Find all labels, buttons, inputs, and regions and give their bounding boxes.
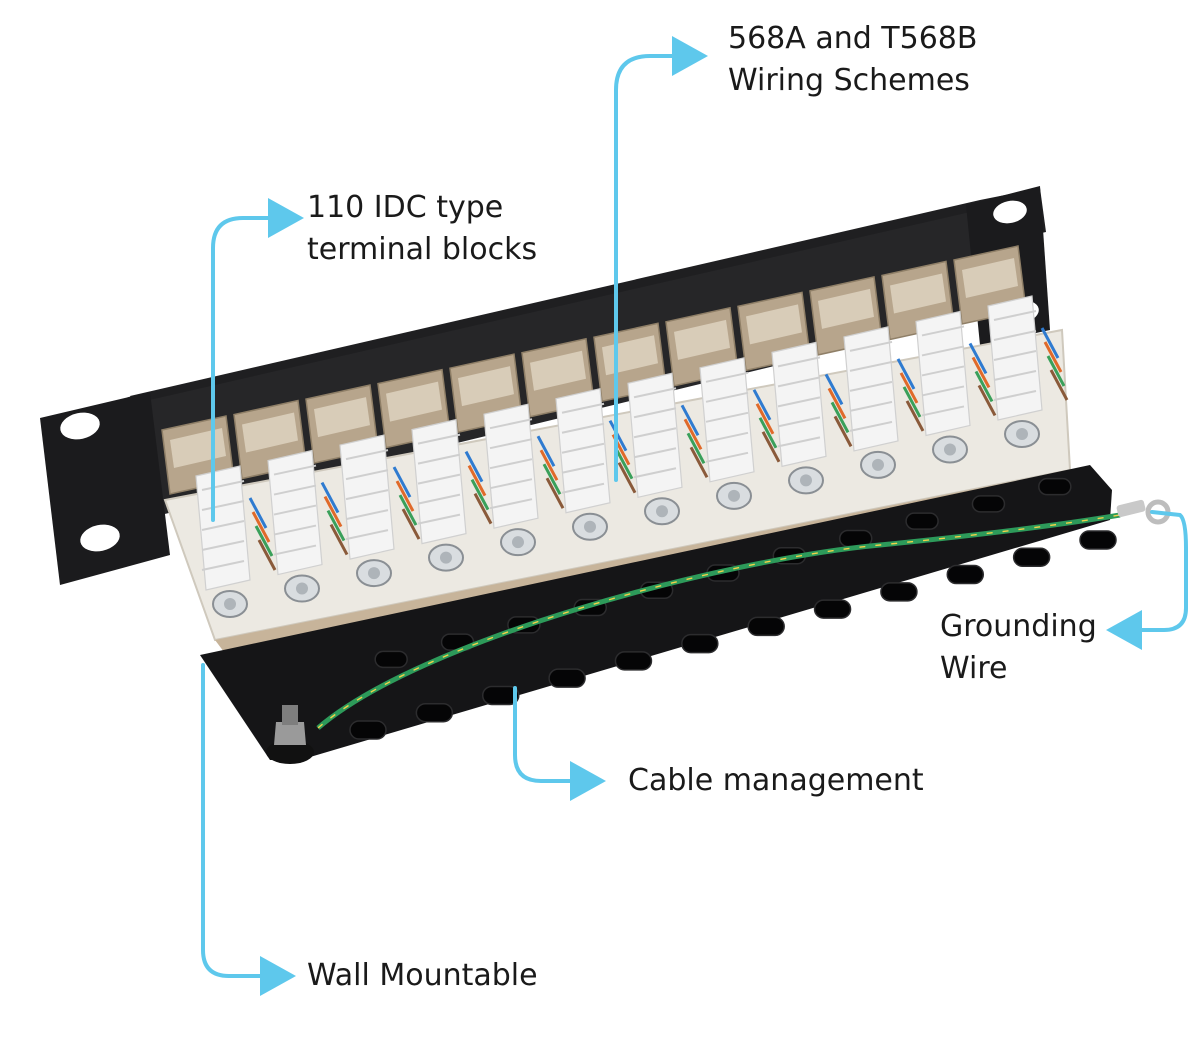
cable-slot (905, 512, 939, 530)
arrow-ground-icon (1106, 610, 1142, 650)
terminal-block (771, 341, 853, 495)
cable-slot (548, 668, 586, 688)
callout-idc-line2: terminal blocks (307, 232, 538, 267)
terminal-block (195, 465, 277, 618)
callout-lines (201, 54, 1188, 978)
cable-tie-bar (200, 465, 1112, 760)
callout-wiring-line1: 568A and T568B (728, 21, 978, 56)
terminal-block (483, 403, 565, 557)
cable-slot (481, 685, 520, 706)
cable-slot (681, 633, 719, 654)
arrow-wiring-icon (672, 36, 708, 76)
terminal-block (843, 326, 925, 479)
terminal-block (339, 434, 421, 588)
cable-slot (1079, 530, 1117, 550)
callout-idc-terminal-blocks: 110 IDC type terminal blocks (307, 187, 537, 271)
keystone-module (881, 260, 955, 341)
cable-slot (1038, 477, 1072, 496)
arrow-idc-icon (268, 198, 304, 238)
terminal-block (699, 357, 781, 510)
cable-slot (415, 702, 454, 723)
terminal-blocks (195, 295, 1069, 618)
callout-wall-line1: Wall Mountable (307, 958, 538, 993)
terminal-block (987, 295, 1069, 448)
callout-wiring-schemes: 568A and T568B Wiring Schemes (728, 18, 977, 102)
cable-slot (946, 564, 985, 585)
arrow-wall-icon (260, 956, 296, 996)
callout-grounding-wire: Grounding Wire (940, 606, 1097, 690)
callout-ground-line1: Grounding (940, 609, 1097, 644)
cable-slot (374, 650, 408, 669)
cable-slot (880, 582, 918, 602)
terminal-block (627, 372, 709, 526)
ground-ring-terminal (1116, 499, 1171, 525)
terminal-block (555, 387, 637, 541)
cable-slot (813, 599, 852, 619)
callout-cable-management: Cable management (628, 760, 924, 802)
cable-slot (747, 616, 785, 637)
cable-slot (614, 651, 653, 671)
callout-ground-line2: Wire (940, 651, 1008, 686)
callout-wiring-line2: Wiring Schemes (728, 63, 970, 98)
callout-arrowheads (260, 36, 1142, 996)
ground-stud (266, 705, 314, 764)
callout-wall-mountable: Wall Mountable (307, 955, 538, 997)
terminal-block (411, 418, 493, 572)
callout-cable-line1: Cable management (628, 763, 924, 798)
cable-slot (971, 495, 1006, 513)
terminal-block (915, 310, 997, 464)
left-mount-ear (40, 392, 170, 585)
cable-slot (1012, 547, 1051, 568)
terminal-block (267, 449, 349, 603)
callout-idc-line1: 110 IDC type (307, 190, 504, 225)
cable-slot (349, 720, 387, 740)
arrow-cable-icon (570, 761, 606, 801)
